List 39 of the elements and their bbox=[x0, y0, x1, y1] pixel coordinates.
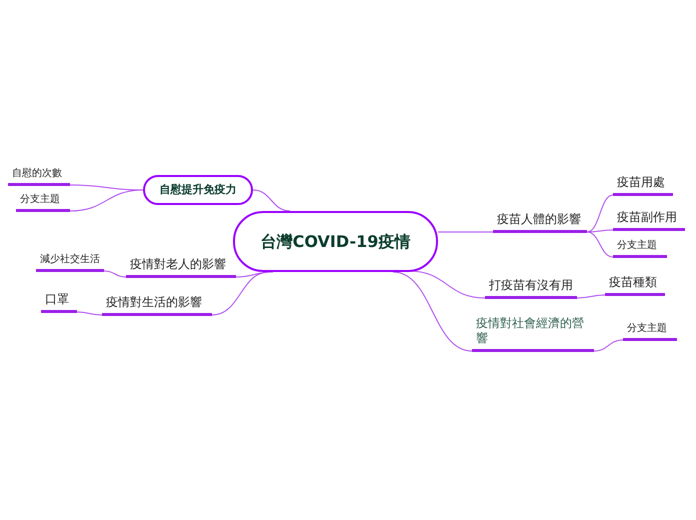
topic-label: 減少社交生活 bbox=[40, 254, 101, 266]
topic-label: 疫情對社會經濟的營響 bbox=[476, 316, 585, 346]
topic-label: 自慰提升免疫力 bbox=[160, 183, 236, 197]
central-topic-box bbox=[233, 211, 438, 272]
branch-line bbox=[586, 230, 614, 232]
topic-underline bbox=[16, 194, 70, 212]
branch-line bbox=[212, 272, 270, 316]
topic-underline bbox=[8, 167, 70, 186]
topic-label: 疫苗人體的影響 bbox=[497, 212, 582, 227]
branch-line bbox=[236, 272, 274, 278]
topic-label: 分支主題 bbox=[627, 322, 668, 335]
topic-label: 分支主題 bbox=[20, 194, 61, 206]
branch-line bbox=[252, 190, 290, 212]
topic-underline bbox=[41, 292, 77, 313]
topic-label: 疫苗用處 bbox=[617, 175, 666, 190]
branch-line bbox=[76, 312, 102, 316]
topic-underline bbox=[605, 275, 665, 296]
topic-underline bbox=[36, 255, 104, 272]
topic-underline bbox=[613, 210, 685, 231]
branch-line bbox=[586, 194, 614, 232]
topic-label: 台灣COVID-19疫情 bbox=[260, 232, 410, 252]
branch-line bbox=[586, 232, 614, 258]
branch-line bbox=[576, 294, 606, 298]
topic-underline bbox=[613, 175, 673, 196]
topic-label: 疫情對老人的影響 bbox=[130, 257, 227, 272]
branch-line bbox=[104, 270, 126, 278]
topic-label: 口罩 bbox=[45, 292, 70, 307]
topic-label: 疫情對生活的影響 bbox=[106, 295, 203, 310]
topic-underline bbox=[623, 323, 677, 341]
branch-line bbox=[70, 190, 144, 212]
topic-label: 疫苗種類 bbox=[609, 275, 658, 290]
topic-label: 疫苗副作用 bbox=[617, 210, 678, 225]
branch-line bbox=[594, 340, 624, 352]
topic-label: 自慰的次數 bbox=[12, 168, 63, 180]
main-topic-box bbox=[143, 175, 253, 205]
topic-label: 打疫苗有沒有用 bbox=[489, 278, 574, 293]
topic-underline bbox=[613, 239, 667, 258]
topic-label: 分支主題 bbox=[617, 240, 658, 252]
branch-line bbox=[392, 272, 472, 352]
